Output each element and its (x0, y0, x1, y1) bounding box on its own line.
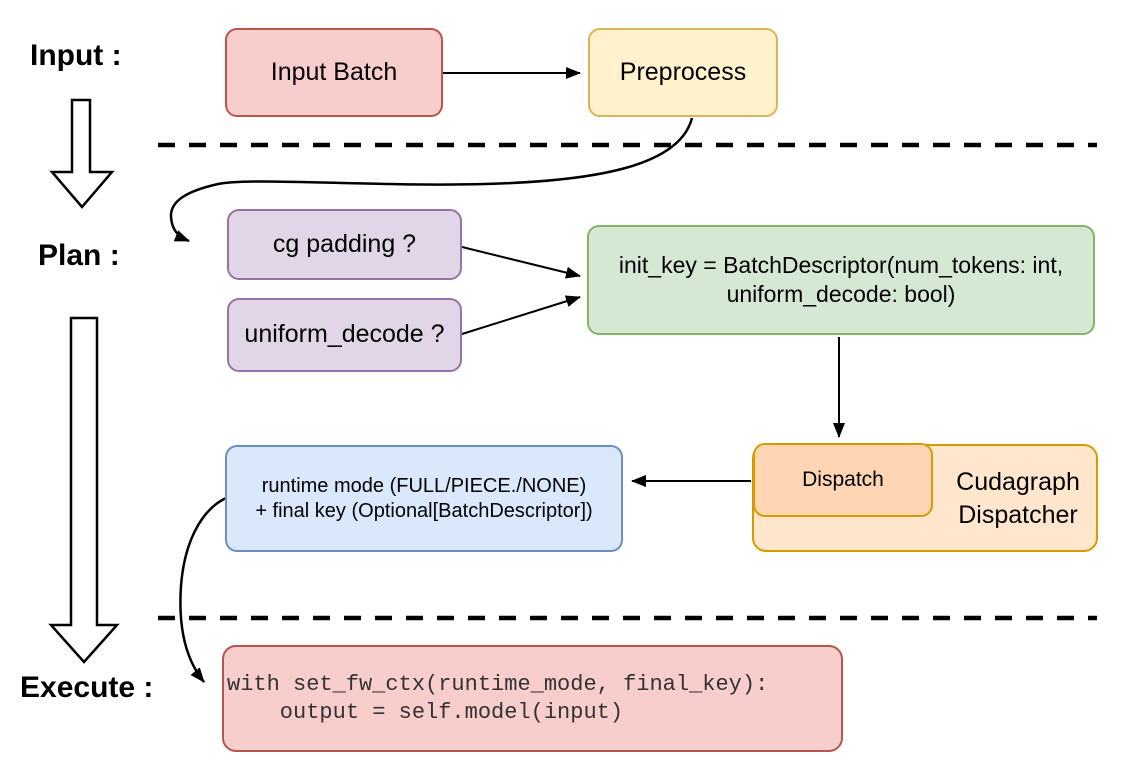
node-dispatch-label: Dispatch (802, 467, 884, 491)
stage-label-execute: Execute : (20, 671, 154, 704)
node-uniform-decode: uniform_decode ? (227, 298, 462, 372)
stage-label-input: Input : (30, 39, 122, 72)
node-runtime-mode-line2: + final key (Optional[BatchDescriptor]) (255, 499, 593, 522)
node-input-batch-label: Input Batch (270, 57, 398, 86)
dispatcher-label-line2: Dispatcher (958, 501, 1078, 529)
stage-label-plan: Plan : (38, 239, 120, 272)
dispatcher-label-line1: Cudagraph (956, 468, 1080, 496)
node-preprocess-label: Preprocess (619, 57, 747, 86)
node-init-key: init_key = BatchDescriptor(num_tokens: i… (587, 225, 1095, 335)
code-line-1: with set_fw_ctx(runtime_mode, final_key)… (227, 671, 769, 697)
node-init-key-line1: init_key = BatchDescriptor(num_tokens: i… (618, 252, 1064, 279)
edge-cgpadding-initkey (461, 246, 581, 279)
edge-uniformdecode-initkey (461, 295, 581, 335)
node-input-batch: Input Batch (225, 28, 443, 117)
node-cudagraph-dispatcher-label: Cudagraph Dispatcher (942, 466, 1094, 532)
node-cg-padding: cg padding ? (227, 209, 462, 280)
edge-preprocess-cgpadding (169, 117, 694, 243)
plan-to-execute-arrow (48, 316, 120, 664)
node-runtime-mode: runtime mode (FULL/PIECE./NONE) + final … (225, 445, 623, 552)
node-cg-padding-label: cg padding ? (272, 229, 417, 258)
code-line-2: output = self.model(input) (227, 699, 624, 725)
node-uniform-decode-label: uniform_decode ? (244, 320, 445, 349)
edge-runtime-execute (179, 496, 227, 683)
node-dispatch: Dispatch (753, 443, 933, 517)
node-preprocess: Preprocess (588, 28, 778, 117)
node-runtime-mode-line1: runtime mode (FULL/PIECE./NONE) (261, 474, 587, 497)
node-init-key-line2: uniform_decode: bool) (726, 281, 956, 307)
input-to-plan-arrow (49, 98, 115, 209)
node-execute-code: with set_fw_ctx(runtime_mode, final_key)… (222, 645, 843, 752)
